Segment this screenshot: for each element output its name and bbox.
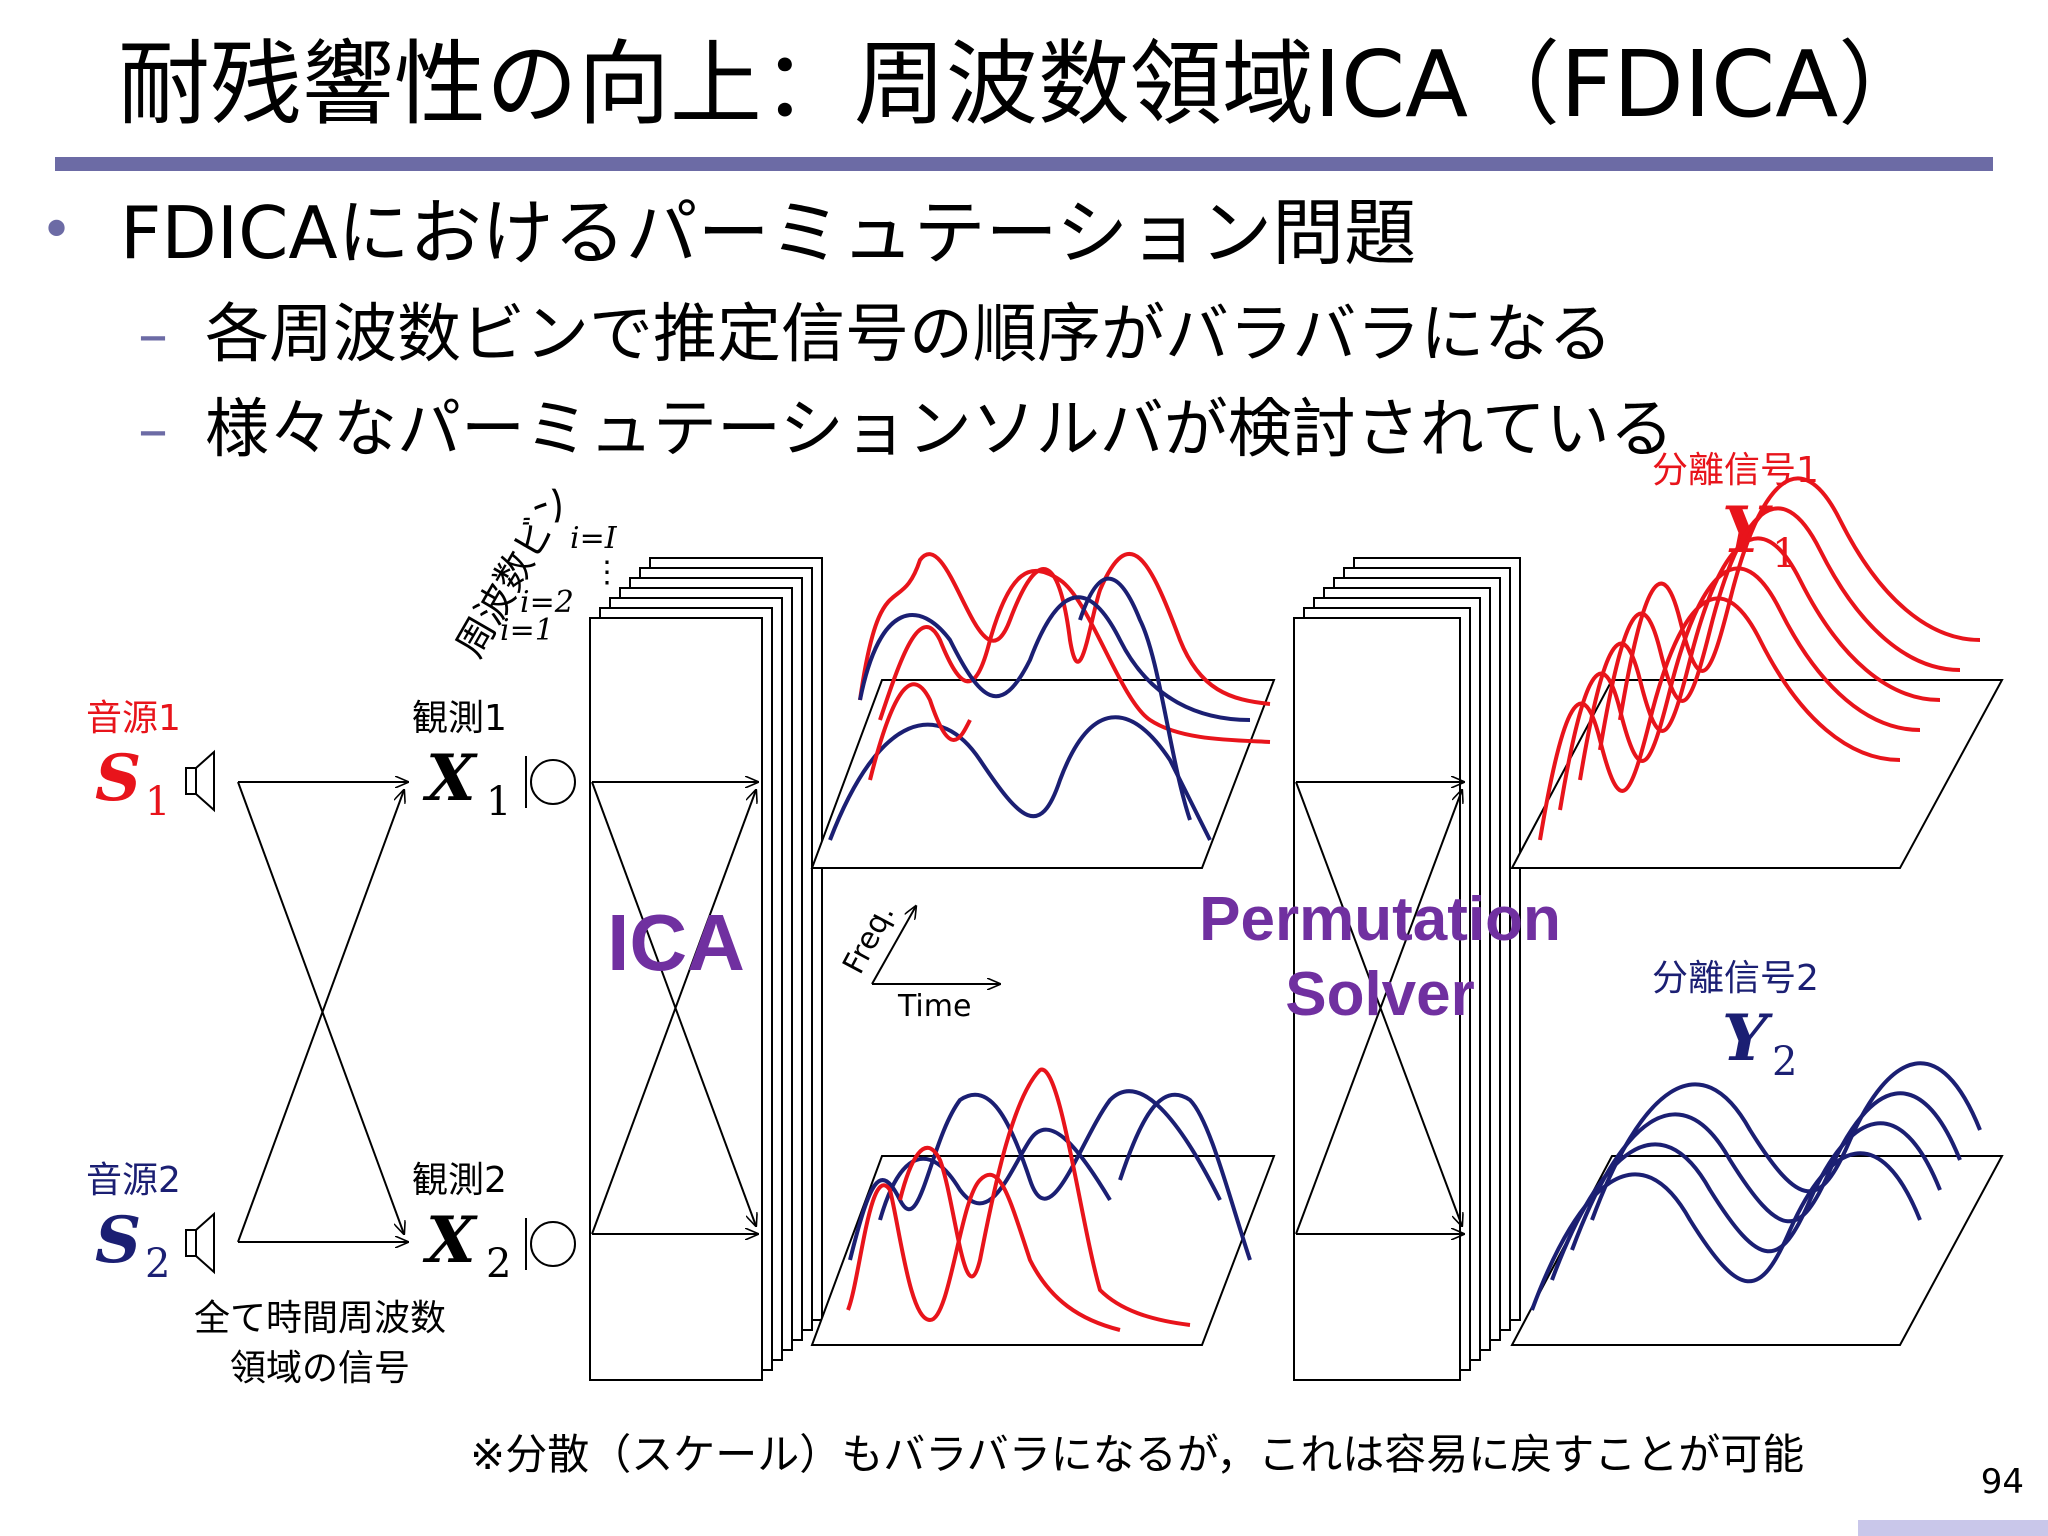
source1-label: 音源1 <box>86 698 181 739</box>
mic2-label: 観測2 <box>412 1160 507 1201</box>
tf-note-line1: 全て時間周波数 <box>194 1298 446 1339</box>
bin-dots: ⋮ <box>592 555 622 590</box>
sub-bullet-1: 各周波数ビンで推定信号の順序がバラバラになる <box>205 298 1613 372</box>
bin-label-I: i=I <box>570 521 618 556</box>
bin-label-2: i=2 <box>520 585 574 620</box>
mic1-label: 観測1 <box>412 698 507 739</box>
output2-subscript: 2 <box>1772 1039 1797 1085</box>
axis-time-label: Time <box>897 989 971 1024</box>
microphone-icon <box>525 756 576 808</box>
speaker-icon <box>185 749 215 813</box>
output1-label: 分離信号1 <box>1652 450 1819 491</box>
page-number: 94 <box>1980 1462 2024 1502</box>
tf-note-line2: 領域の信号 <box>230 1348 410 1389</box>
mic1-subscript: 1 <box>486 779 511 825</box>
output1-spectrogram <box>1510 476 2004 869</box>
bullet-marker: • <box>40 198 74 263</box>
slide-title: 耐残響性の向上：周波数領域ICA（FDICA） <box>117 31 1931 138</box>
footnote: ※分散（スケール）もバラバラになるが，これは容易に戻すことが可能 <box>470 1430 1805 1479</box>
sub-bullet-dash-2: – <box>138 395 168 465</box>
axis-freq-label: Freq. <box>836 898 902 980</box>
freq-time-axes <box>871 906 1000 984</box>
output2-symbol: Y <box>1722 1001 1773 1076</box>
microphone-icon <box>525 1218 576 1270</box>
solver-arrows <box>1295 782 1464 1234</box>
source2-symbol: S <box>95 1203 141 1278</box>
bin-label-1: i=1 <box>500 613 554 648</box>
source2-label: 音源2 <box>86 1160 181 1201</box>
mic2-symbol: X <box>422 1203 478 1278</box>
ica-unmixing-arrows <box>591 782 758 1234</box>
page-corner-bar <box>1858 1520 2048 1536</box>
source2-subscript: 2 <box>145 1241 170 1287</box>
bullet-main: FDICAにおけるパーミュテーション問題 <box>120 191 1417 275</box>
sub-bullet-2: 様々なパーミュテーションソルバが検討されている <box>205 393 1674 467</box>
source1-subscript: 1 <box>145 779 170 825</box>
mic2-subscript: 2 <box>486 1241 511 1287</box>
ica-label: ICA <box>607 898 745 987</box>
output2-spectrogram <box>1510 1061 2004 1346</box>
solver-label-line1: Permutation <box>1199 885 1561 954</box>
solver-label-line2: Solver <box>1285 960 1475 1029</box>
ica-output-lower-panel <box>810 1067 1276 1346</box>
ica-block-stack <box>589 557 823 1381</box>
source1-symbol: S <box>95 741 141 816</box>
output2-label: 分離信号2 <box>1652 958 1819 999</box>
ica-output-upper-panel <box>810 552 1276 869</box>
mic1-symbol: X <box>422 741 478 816</box>
title-rule <box>55 157 1993 171</box>
sub-bullet-dash-1: – <box>138 300 168 370</box>
mixing-arrows <box>237 782 408 1242</box>
speaker-icon <box>185 1211 215 1275</box>
